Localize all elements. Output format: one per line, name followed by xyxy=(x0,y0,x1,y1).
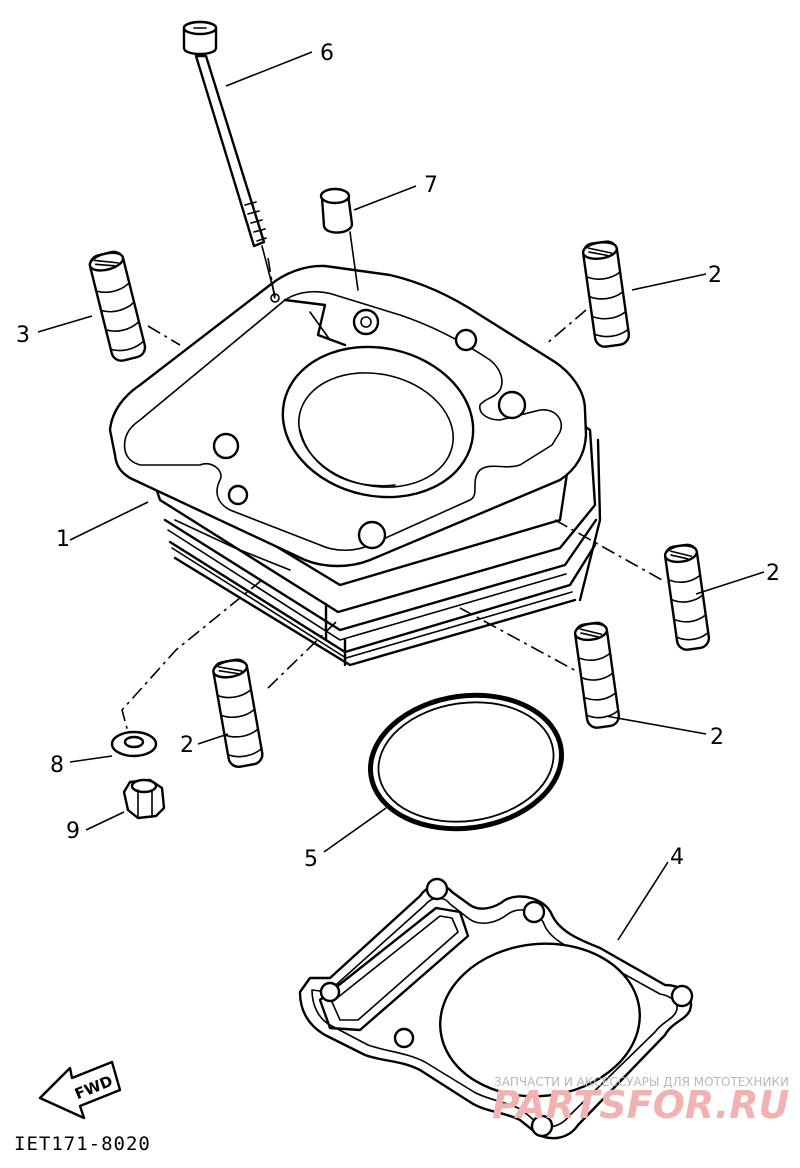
callout-2-lower-left: 2 xyxy=(180,733,194,758)
sleeve-2-right xyxy=(663,543,711,651)
assembly-center-lines xyxy=(121,257,663,733)
washer xyxy=(110,730,158,758)
callout-leaders xyxy=(37,51,765,941)
sleeve-2-lower-left xyxy=(212,658,264,769)
cylinder-body xyxy=(108,264,602,667)
watermark-brand: PARTSFOR.RU xyxy=(492,1083,790,1127)
callout-2-lower-right: 2 xyxy=(710,725,724,750)
sleeve-2-top-right xyxy=(581,240,631,348)
dowel-pin xyxy=(319,187,359,291)
callout-7: 7 xyxy=(424,173,438,198)
callout-6: 6 xyxy=(320,41,334,66)
forward-arrow: FWD xyxy=(38,1060,122,1120)
watermark: ЗАПЧАСТИ И АКСЕССУАРЫ ДЛЯ МОТОТЕХНИКИ PA… xyxy=(492,1075,790,1127)
cylinder-base-gasket xyxy=(298,877,694,1140)
callout-4: 4 xyxy=(670,845,684,870)
callout-1: 1 xyxy=(56,527,70,552)
cylinder-stud-bolt xyxy=(182,20,276,297)
callout-numbers: 6 7 3 2 1 2 2 2 8 9 5 4 xyxy=(16,41,780,872)
diagram-code: IET171-8020 xyxy=(14,1133,151,1155)
sleeve-2-lower-right xyxy=(573,621,621,729)
sleeve-3 xyxy=(88,250,147,362)
nut xyxy=(122,778,166,820)
callout-8: 8 xyxy=(50,753,64,778)
o-ring xyxy=(367,692,565,832)
watermark-tagline: ЗАПЧАСТИ И АКСЕССУАРЫ ДЛЯ МОТОТЕХНИКИ xyxy=(494,1075,789,1089)
callout-3: 3 xyxy=(16,323,30,348)
callout-9: 9 xyxy=(66,819,80,844)
callout-2-top-right: 2 xyxy=(708,263,722,288)
callout-5: 5 xyxy=(304,847,318,872)
callout-2-right: 2 xyxy=(766,561,780,586)
